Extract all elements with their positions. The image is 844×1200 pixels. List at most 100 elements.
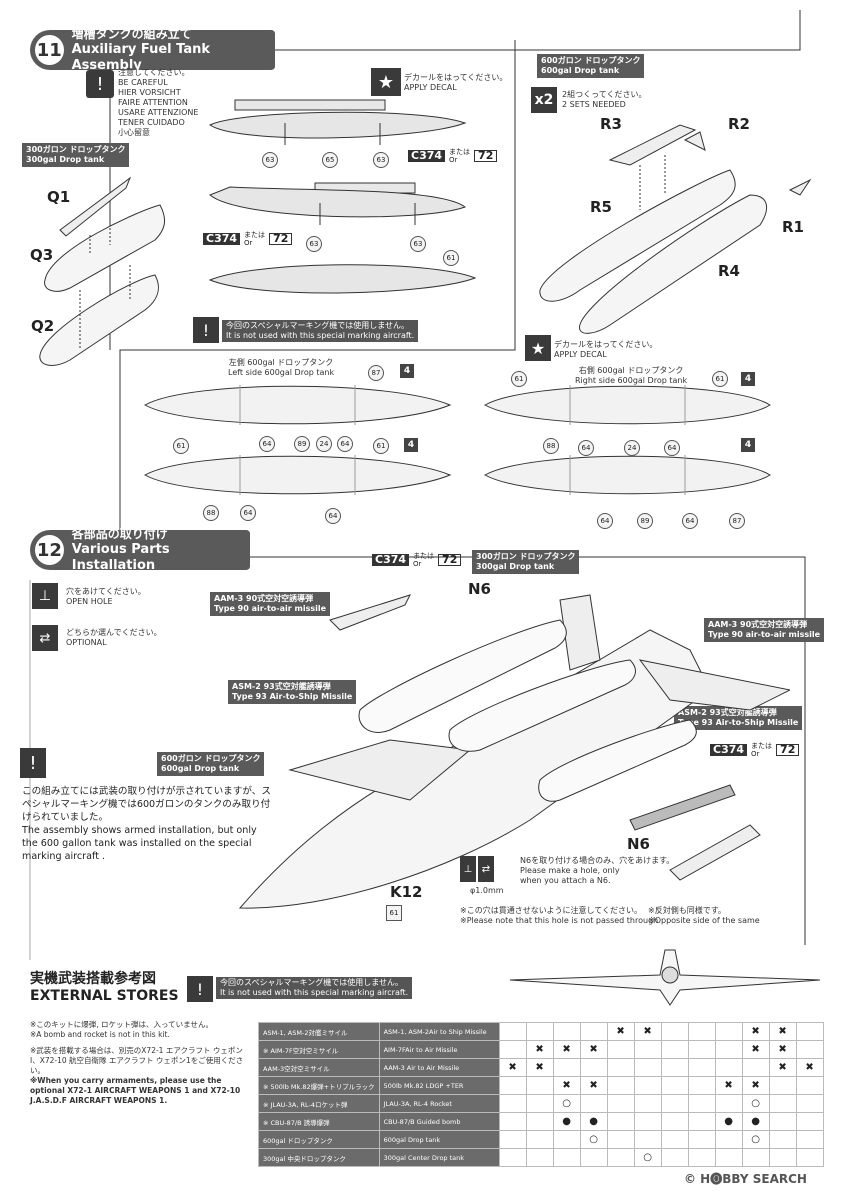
caution-icon: !: [86, 70, 114, 98]
watermark: © H🅞BBY SEARCH: [684, 1172, 807, 1186]
store-mark: ✖: [768, 1040, 797, 1059]
store-mark: [714, 1040, 743, 1059]
store-name-en: AIM-7FAir to Air Missile: [378, 1040, 500, 1059]
store-mark: [633, 1112, 662, 1131]
store-mark: [579, 1022, 608, 1041]
store-mark: [687, 1148, 716, 1167]
decal-61-d: 61: [511, 371, 527, 387]
store-mark: ✖: [741, 1076, 770, 1095]
store-mark: [552, 1058, 581, 1077]
store-name-en: 300gal Center Drop tank: [378, 1148, 500, 1167]
decal-4-a: 4: [400, 364, 414, 378]
sets-text: 2組つくってください。2 SETS NEEDED: [562, 90, 647, 109]
decal-88-a: 88: [203, 505, 219, 521]
store-name-jp: ASM-1, ASM-2対艦ミサイル: [258, 1022, 380, 1041]
store-mark: [687, 1094, 716, 1113]
decal-89-a: 89: [294, 436, 310, 452]
part-r2: R2: [728, 115, 750, 133]
aircraft-drawing: [238, 594, 790, 909]
decal-4-d: 4: [741, 438, 755, 452]
store-mark: [768, 1130, 797, 1149]
decal-4-b: 4: [404, 438, 418, 452]
store-mark: ●: [714, 1112, 743, 1131]
store-mark: [714, 1022, 743, 1041]
decal-65: 65: [322, 152, 338, 168]
part-r4: R4: [718, 262, 740, 280]
store-mark: ✖: [741, 1040, 770, 1059]
store-mark: [579, 1148, 608, 1167]
optional-icon-2: ⇄: [478, 856, 494, 882]
store-mark: ✖: [795, 1058, 824, 1077]
store-mark: ✖: [714, 1076, 743, 1095]
part-r5: R5: [590, 198, 612, 216]
decal-87-b: 87: [729, 513, 745, 529]
store-mark: [525, 1148, 554, 1167]
store-mark: ●: [741, 1112, 770, 1131]
tank-600-views: [208, 99, 477, 294]
store-mark: [552, 1130, 581, 1149]
part-q3: Q3: [30, 246, 54, 264]
store-mark: ✖: [525, 1058, 554, 1077]
store-mark: ○: [741, 1130, 770, 1149]
decal-89-b: 89: [637, 513, 653, 529]
store-mark: ✖: [498, 1058, 527, 1077]
store-mark: [795, 1022, 824, 1041]
store-mark: [633, 1076, 662, 1095]
tank-300-exploded: [39, 176, 166, 366]
n6-note: N6を取り付ける場合のみ、穴をあけます。Please make a hole, …: [520, 856, 675, 885]
decal-64-e: 64: [578, 440, 594, 456]
store-mark: [687, 1076, 716, 1095]
store-name-jp: ※ JLAU-3A, RL-4ロケット弾: [258, 1094, 380, 1113]
not-used-note-2: 今回のスペシャルマーキング機では使用しません。It is not used wi…: [216, 977, 413, 999]
store-mark: ○: [741, 1094, 770, 1113]
step-title-en-12: Various Parts Installation: [71, 542, 170, 573]
store-mark: [579, 1058, 608, 1077]
store-mark: [768, 1076, 797, 1095]
decal-64-h: 64: [682, 513, 698, 529]
tank-600-decal-views: [143, 385, 771, 495]
hole-note: ※この穴は貫通させないように注意してください。※Please note that…: [460, 906, 659, 925]
step-title-jp: 増槽タンクの組み立て: [71, 27, 192, 41]
store-name-jp: ※ 500lb Mk.82爆弾+トリプルラック: [258, 1076, 380, 1095]
decal-61-b: 61: [173, 438, 189, 454]
open-hole-text: 穴をあけてください。OPEN HOLE: [66, 587, 146, 606]
store-mark: ●: [552, 1112, 581, 1131]
store-mark: [768, 1094, 797, 1113]
drill-icon-2: ⊥: [460, 856, 476, 882]
store-mark: [741, 1058, 770, 1077]
decal-64-b: 64: [337, 436, 353, 452]
store-mark: [687, 1022, 716, 1041]
store-name-en: CBU-87/B Guided bomb: [378, 1112, 500, 1131]
decal-64-f: 64: [664, 440, 680, 456]
store-mark: [552, 1022, 581, 1041]
decal-61-f: 61: [386, 905, 402, 921]
part-n6-a: N6: [468, 580, 491, 598]
store-mark: [660, 1130, 689, 1149]
star-decal-icon-2: ★: [525, 335, 551, 361]
store-mark: [714, 1148, 743, 1167]
decal-63-a: 63: [262, 152, 278, 168]
decal-87-a: 87: [368, 365, 384, 381]
decal-61-a: 61: [443, 250, 459, 266]
decal-61-e: 61: [712, 371, 728, 387]
drill-icon: ⊥: [32, 583, 58, 609]
store-mark: [660, 1022, 689, 1041]
apply-decal-text: デカールをはってください。APPLY DECAL: [404, 73, 508, 92]
step-number-12: 12: [35, 535, 64, 565]
store-name-jp: AAM-3空対空ミサイル: [258, 1058, 380, 1077]
decal-4-c: 4: [741, 372, 755, 386]
store-mark: [498, 1112, 527, 1131]
store-name-jp: ※ AIM-7F空対空ミサイル: [258, 1040, 380, 1059]
